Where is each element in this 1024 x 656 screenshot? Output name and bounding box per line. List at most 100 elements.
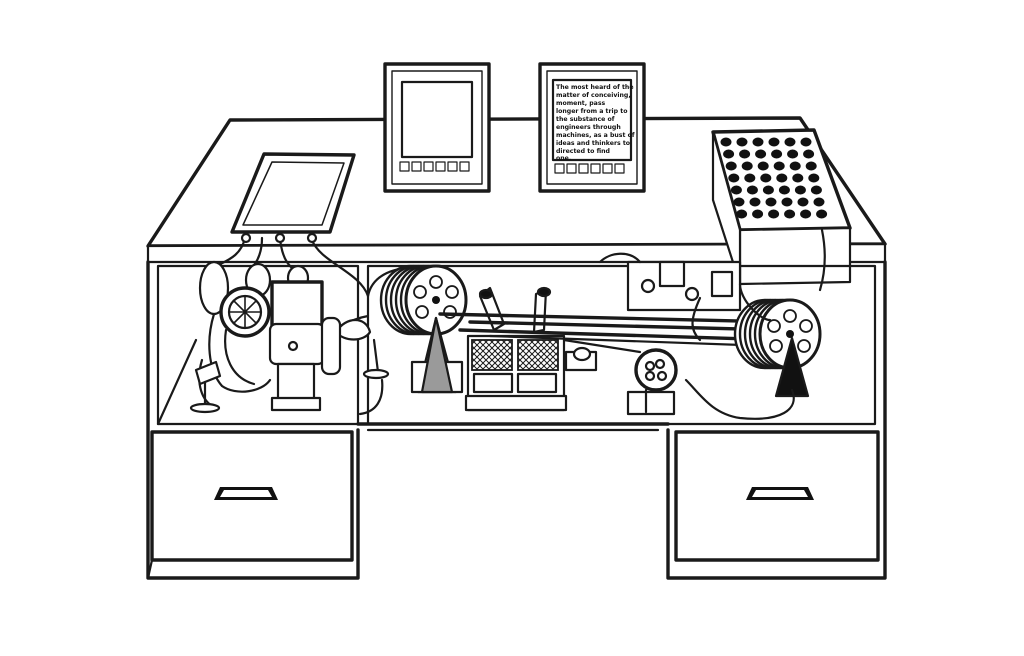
keyboard-key: [784, 137, 796, 147]
hatch-line: [471, 351, 491, 371]
keyboard-key: [771, 149, 783, 159]
reel-hole: [799, 319, 813, 333]
screen-buttons-right: [554, 163, 625, 174]
keyboard-key: [797, 197, 809, 207]
hatch-line: [517, 339, 523, 345]
hatch-line: [495, 339, 513, 357]
hatch-line: [539, 351, 559, 371]
screen-text-line-0: The most heard of the: [556, 84, 634, 91]
small-lens-block: [564, 346, 598, 372]
keyboard-key: [800, 137, 812, 147]
screen-text-line-3: longer from a trip to: [556, 108, 627, 115]
reel-hole: [415, 305, 429, 319]
keyboard-key: [760, 173, 772, 183]
screen-text-line-2: moment, pass: [556, 100, 605, 107]
keyboard-key: [752, 137, 764, 147]
hatch-line: [487, 345, 513, 371]
hatch-line: [517, 339, 529, 351]
keyboard-key: [762, 185, 774, 195]
keyboard-keys: [720, 137, 828, 219]
lever-keyboard: [711, 128, 852, 286]
film-reel-right: [684, 228, 826, 420]
keyboard-key: [810, 185, 822, 195]
keyboard-key: [736, 209, 748, 219]
center-viewing-screen: [383, 62, 491, 193]
keyboard-key: [765, 197, 777, 207]
left-drawer: [146, 430, 354, 580]
film-reel-left: [366, 264, 468, 394]
reel-hub: [786, 330, 794, 338]
keyboard-key: [816, 209, 828, 219]
hatch-line: [489, 339, 513, 363]
reel-hole: [443, 305, 457, 319]
keyboard-key: [736, 137, 748, 147]
keyboard-key: [768, 137, 780, 147]
hatch-line: [517, 351, 537, 371]
keyboard-key: [723, 149, 735, 159]
screen-buttons-left: [399, 161, 470, 172]
keyboard-key: [733, 197, 745, 207]
reel-hole: [769, 339, 783, 353]
hatch-line: [553, 339, 559, 345]
reel-hole: [783, 309, 797, 323]
keyboard-key: [730, 185, 742, 195]
reel-hole: [797, 339, 811, 353]
hatch-line: [541, 339, 559, 357]
keyboard-key: [792, 173, 804, 183]
keyboard-key: [776, 173, 788, 183]
keyboard-key: [773, 161, 785, 171]
keyboard-key: [757, 161, 769, 171]
hatch-line: [547, 339, 559, 351]
keyboard-key: [813, 197, 825, 207]
keyboard-key: [803, 149, 815, 159]
keyboard-key: [739, 149, 751, 159]
camera-apparatus: [189, 232, 390, 416]
right-drawer: [674, 430, 880, 562]
control-box: [598, 252, 742, 342]
hatch-line: [471, 339, 477, 345]
keyboard-key: [720, 137, 732, 147]
reel-hole: [445, 285, 459, 299]
hatch-line: [507, 339, 513, 345]
hatch-line: [517, 339, 541, 363]
text-viewing-screen: The most heard of the matter of conceivi…: [538, 62, 646, 193]
screen-text-line-1: matter of conceiving,: [556, 92, 631, 99]
screen-text-line-8: directed to find: [556, 148, 610, 155]
keyboard-key: [805, 161, 817, 171]
keyboard-key: [741, 161, 753, 171]
hatch-line: [471, 339, 495, 363]
keyboard-key: [752, 209, 764, 219]
screen-text-line-6: machines, as a bust of: [556, 132, 635, 139]
reel-hub: [432, 296, 440, 304]
screen-text-line-7: ideas and thinkers to: [556, 140, 630, 147]
film-plate-hatch: [471, 339, 559, 371]
hatch-line: [471, 339, 483, 351]
keyboard-key: [800, 209, 812, 219]
screen-text-line-4: the substance of: [556, 116, 615, 123]
keyboard-key: [725, 161, 737, 171]
hatch-line: [493, 351, 513, 371]
rotary-selector: [626, 348, 678, 416]
hatch-line: [471, 339, 489, 357]
screen-text-line-5: engineers through: [556, 124, 621, 131]
keyboard-key: [789, 161, 801, 171]
reel-hole: [767, 319, 781, 333]
keyboard-key: [784, 209, 796, 219]
screen-text-line-9: one.: [556, 155, 571, 162]
reel-right-stand: [774, 336, 810, 398]
keyboard-key: [794, 185, 806, 195]
keyboard-key: [744, 173, 756, 183]
keyboard-key: [755, 149, 767, 159]
desk-body: [146, 260, 887, 580]
projector-unit: [464, 286, 568, 412]
keyboard-key: [787, 149, 799, 159]
reel-hole: [413, 285, 427, 299]
hatch-line: [535, 339, 559, 363]
keyboard-key: [808, 173, 820, 183]
left-viewing-screen: [230, 152, 356, 234]
hatch-line: [533, 345, 559, 371]
keyboard-key: [749, 197, 761, 207]
hatch-line: [517, 339, 535, 357]
